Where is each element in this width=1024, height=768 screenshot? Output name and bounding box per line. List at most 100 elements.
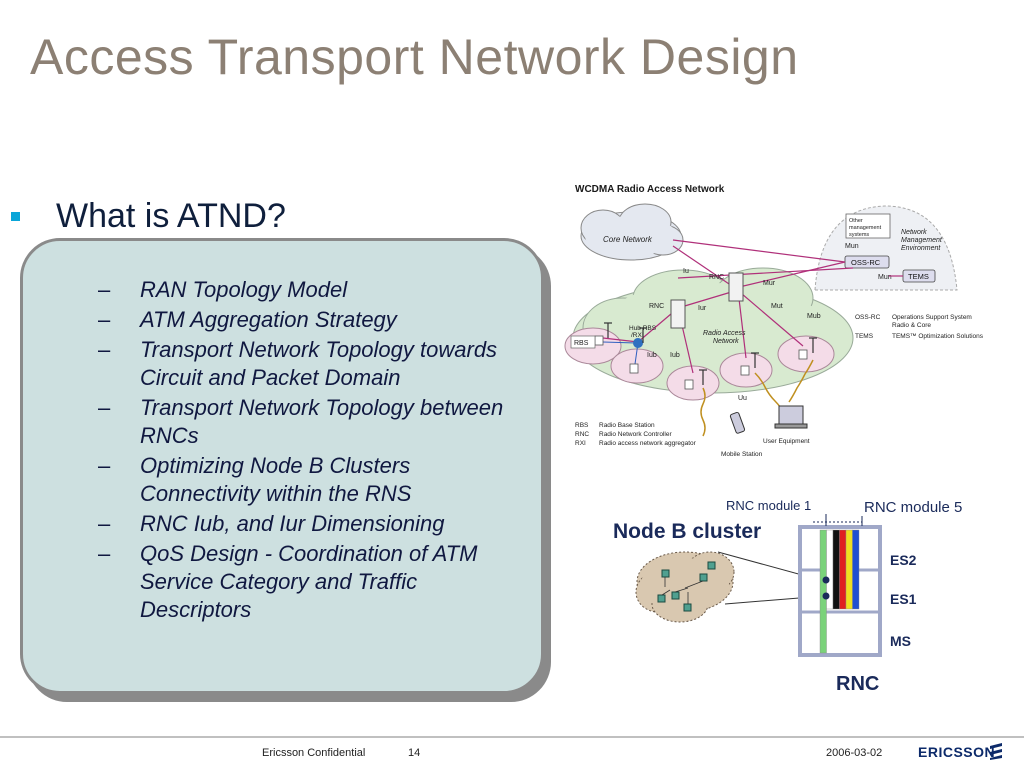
- radio-wave-3: [788, 359, 814, 403]
- user-equipment-label: User Equipment: [763, 438, 810, 445]
- wcdma-ran-diagram: WCDMA Radio Access Network Core Network …: [564, 184, 984, 458]
- antenna-icons: [604, 322, 817, 385]
- mun-label-top: Mun: [845, 243, 859, 250]
- module-strip: [852, 529, 860, 610]
- nme-3: Environment: [901, 245, 941, 252]
- uu-label: Uu: [738, 395, 747, 402]
- legend-oss-desc2: Radio & Core: [892, 322, 931, 329]
- ran-label-2: Network: [713, 338, 739, 345]
- legend-rbs-abbr: RBS: [575, 422, 589, 429]
- es1-label: ES1: [890, 591, 917, 607]
- rbs-box-icons: [594, 335, 808, 390]
- rnc-module-diagram: RNC module 1 RNC module 5 Node B cluster: [613, 498, 962, 695]
- core-network-label: Core Network: [603, 235, 653, 244]
- laptop-base-icon: [774, 423, 808, 429]
- hub-rbs-node: [633, 338, 643, 348]
- topic-text: ATM Aggregation Strategy: [140, 307, 397, 332]
- network-management-dome: Other management systems Network Managem…: [814, 205, 958, 291]
- mun-label-bottom: Mun: [878, 274, 892, 281]
- rbs-label: RBS: [574, 340, 589, 347]
- footer-date: 2006-03-02: [826, 747, 883, 759]
- topic-list: – RAN Topology Model – ATM Aggregation Stra…: [98, 276, 528, 626]
- topic-text: RAN Topology Model: [140, 277, 348, 302]
- rnc-module-strips: [819, 529, 860, 654]
- topic-text: Optimizing Node B Clusters Connectivity …: [140, 453, 412, 506]
- es1-port-top: [822, 576, 830, 584]
- topic-item: – ATM Aggregation Strategy: [98, 306, 528, 334]
- bullet-what-is-atnd: What is ATND?: [56, 197, 286, 235]
- rbs-label-box: [570, 335, 596, 349]
- node-b-cluster-title: Node B cluster: [613, 520, 761, 543]
- other-systems-2: management: [849, 225, 882, 231]
- wcdma-title: WCDMA Radio Access Network: [575, 184, 725, 195]
- iub-label-2: Iub: [670, 352, 680, 359]
- topic-text: QoS Design - Coordination of ATM Service…: [140, 541, 478, 622]
- ms-label: MS: [890, 633, 911, 649]
- legend-rxi-abbr: RXI: [575, 440, 586, 447]
- transport-links: [602, 239, 903, 374]
- topic-item: – QoS Design - Coordination of ATM Servic…: [98, 540, 528, 624]
- module-strip: [839, 529, 847, 610]
- es1-port-bottom: [822, 592, 830, 600]
- radio-wave-1: [700, 387, 706, 437]
- mobile-station-label: Mobile Station: [721, 451, 763, 458]
- legend-oss-abbr: OSS-RC: [855, 314, 881, 321]
- rnc-label-2: RNC: [649, 303, 664, 310]
- dash-marker: –: [98, 337, 111, 362]
- mut-label: Mut: [771, 303, 783, 310]
- laptop-icon: [778, 405, 804, 425]
- oss-rc-label: OSS-RC: [851, 258, 881, 267]
- legend-rxi-desc: Radio access network aggregator: [599, 440, 697, 447]
- iub-label-1: Iub: [647, 352, 657, 359]
- ran-label-1: Radio Access: [703, 330, 746, 337]
- tems-label: TEMS: [908, 272, 929, 281]
- rnc-caption: RNC: [836, 673, 879, 695]
- topic-text: RNC Iub, and Iur Dimensioning: [140, 511, 445, 536]
- legend-rnc-abbr: RNC: [575, 431, 589, 438]
- hub-rbs-label-2: /RXI: [631, 332, 644, 339]
- node-b-links: [661, 577, 704, 604]
- other-systems-1: Other: [849, 218, 863, 224]
- es2-label: ES2: [890, 552, 917, 568]
- rnc-node-2: [670, 299, 686, 329]
- dash-marker: –: [98, 307, 111, 332]
- dash-marker: –: [98, 277, 111, 302]
- bullet-square-icon: [11, 212, 20, 221]
- rnc-label-1: RNC: [709, 274, 724, 281]
- topic-item: –RNC Iub, and Iur Dimensioning: [98, 510, 528, 538]
- legend-tems-abbr: TEMS: [855, 333, 874, 340]
- module-strip: [845, 529, 853, 610]
- rnc-module-1-label: RNC module 1: [726, 498, 811, 513]
- mobile-phone-icon: [729, 411, 746, 434]
- dash-marker: –: [98, 453, 111, 478]
- mub-label: Mub: [807, 313, 821, 320]
- footer-page-number: 14: [408, 747, 421, 759]
- other-systems-3: systems: [849, 232, 869, 238]
- module-strip: [819, 529, 827, 654]
- topic-item: – RAN Topology Model: [98, 276, 528, 304]
- nme-2: Management: [901, 237, 943, 244]
- core-network-cloud: Core Network: [580, 203, 684, 261]
- rnc-module-5-label: RNC module 5: [864, 499, 962, 516]
- module-strip: [832, 529, 840, 610]
- topic-item: – Optimizing Node B Clusters Connectivity…: [98, 452, 528, 508]
- legend-rnc-desc: Radio Network Controller: [599, 431, 672, 438]
- ericsson-logo-text: ERICSSON: [918, 744, 996, 760]
- hub-rbs-label-1: Hub RBS: [629, 325, 657, 332]
- slide-title: Access Transport Network Design: [30, 29, 799, 85]
- mur-label: Mur: [763, 280, 776, 287]
- topic-text: Transport Network Topology towards Circu…: [140, 337, 498, 390]
- legend-oss-desc: Operations Support System: [892, 314, 972, 321]
- legend-rbs-desc: Radio Base Station: [599, 422, 655, 429]
- iur-label: Iur: [698, 305, 707, 312]
- topic-text: Transport Network Topology between RNCs: [140, 395, 504, 448]
- node-b-cluster-cloud: [635, 551, 735, 623]
- dash-marker: –: [98, 395, 111, 420]
- nme-1: Network: [901, 229, 927, 236]
- legend-tems-desc: TEMS™ Optimization Solutions: [892, 333, 984, 340]
- dash-marker: –: [98, 541, 111, 566]
- node-b-icons: [657, 561, 716, 612]
- rnc-node-1: [728, 272, 744, 302]
- topics-callout-box: [20, 238, 544, 694]
- ericsson-logo-icon: [990, 743, 1002, 760]
